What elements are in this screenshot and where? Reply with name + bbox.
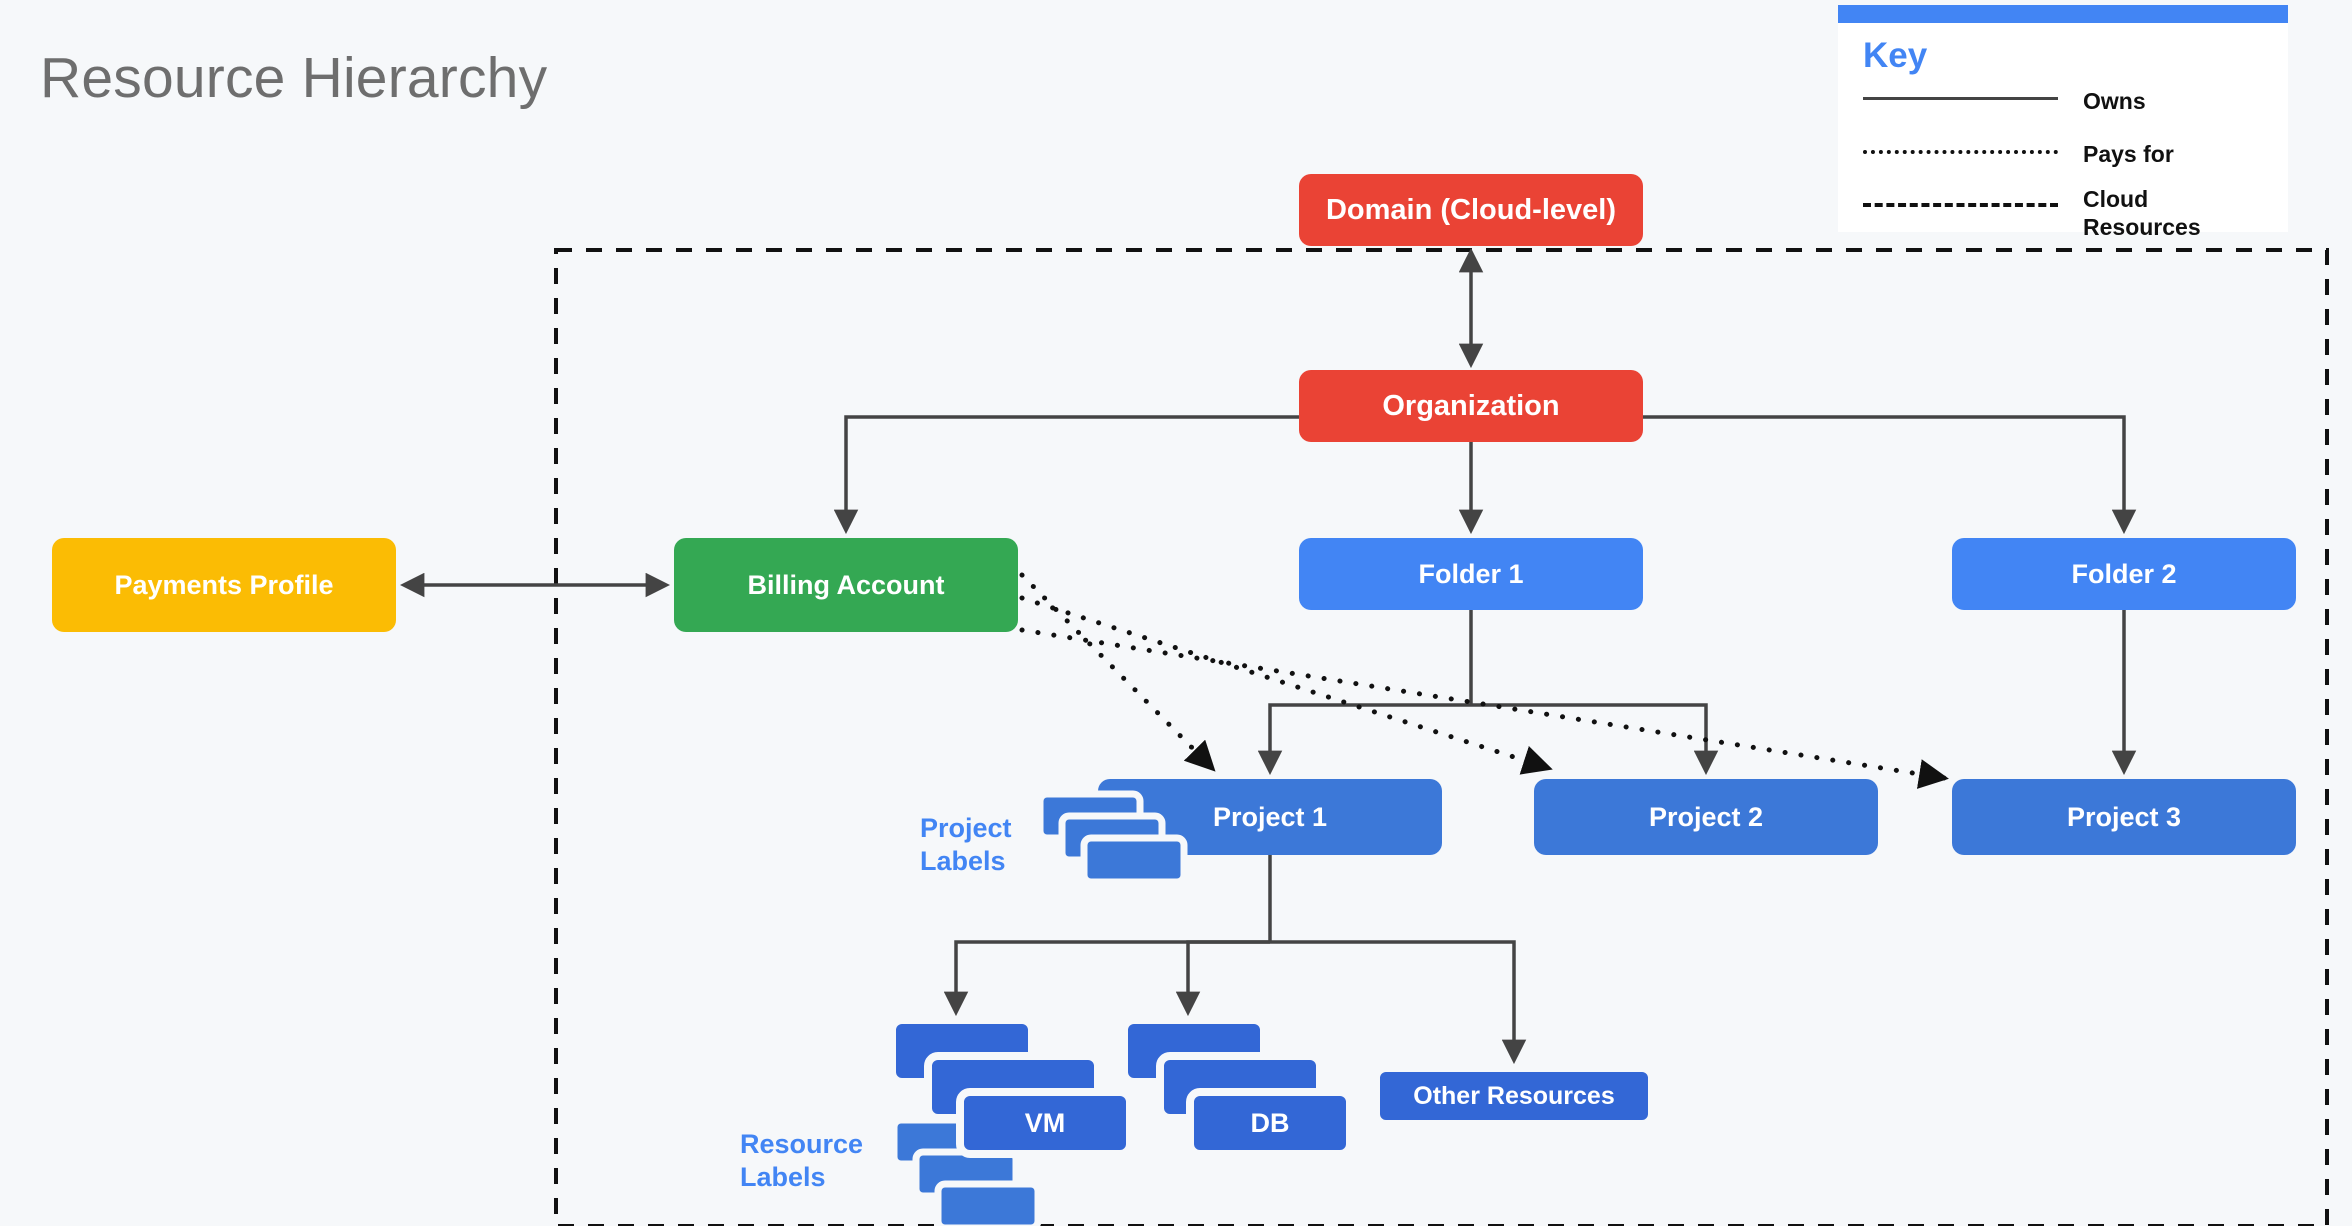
node-folder-1[interactable] [1299, 538, 1643, 610]
project-labels-text: Project Labels [920, 813, 1012, 876]
edge-billing-project1 [1019, 572, 1216, 772]
node-payments-profile[interactable] [52, 538, 396, 632]
edge-project1-db [1175, 940, 1270, 1017]
key-label-cloud-resources: Cloud Resources [2083, 186, 2201, 241]
edge-folder1-project1 [1257, 703, 1471, 776]
page-title: Resource Hierarchy [40, 46, 548, 110]
node-vm-stack[interactable] [888, 1016, 1134, 1158]
node-folder-2[interactable] [1952, 538, 2296, 610]
key-label-owns: Owns [2083, 88, 2146, 114]
edge-billing-project3 [1019, 627, 1949, 789]
label-card [934, 1180, 1042, 1226]
node-layer [52, 174, 2296, 855]
node-project-1[interactable] [1098, 779, 1442, 855]
node-billing-account[interactable] [674, 538, 1018, 632]
edge-folder1-project2 [1471, 703, 1719, 776]
key-heading: Key [1863, 36, 1928, 75]
edge-project1-other [1270, 940, 1527, 1065]
edge-billing-project2 [1019, 595, 1553, 775]
stack-card [956, 1088, 1134, 1158]
key-row-pays-for: Pays for [1863, 128, 2273, 181]
cloud-resources-boundary [554, 248, 2329, 1226]
key-row-cloud-resources: Cloud Resources [1863, 181, 2273, 240]
line-sample-dotted-icon [1863, 128, 2058, 181]
project-labels-stack [1036, 790, 1188, 886]
stack-card [1186, 1088, 1354, 1158]
line-sample-dashed-icon [1863, 181, 2058, 234]
key-accent-bar [1838, 5, 2288, 23]
node-organization[interactable] [1299, 370, 1643, 442]
edge-layer-pays-for [1019, 572, 1949, 789]
line-sample-solid-icon [1863, 75, 2058, 128]
key-row-owns: Owns [1863, 75, 2273, 128]
resource-labels-text: Resource Labels [740, 1129, 864, 1192]
node-other-resources[interactable] [1372, 1064, 1656, 1128]
edge-org-folder2 [1643, 415, 2137, 535]
key-rows: Owns Pays for Cloud Resources [1863, 75, 2273, 240]
key-panel: Key Owns Pays for Cloud Resources [1838, 5, 2288, 240]
node-project-3[interactable] [1952, 779, 2296, 855]
key-label-pays-for: Pays for [2083, 141, 2174, 167]
node-domain[interactable] [1299, 174, 1643, 246]
node-db-stack[interactable] [1120, 1016, 1354, 1158]
label-card [1080, 834, 1188, 886]
edge-org-billing [833, 415, 1299, 535]
edge-layer-owns [399, 247, 2137, 1065]
edge-project1-vm [943, 940, 1270, 1017]
node-project-2[interactable] [1534, 779, 1878, 855]
